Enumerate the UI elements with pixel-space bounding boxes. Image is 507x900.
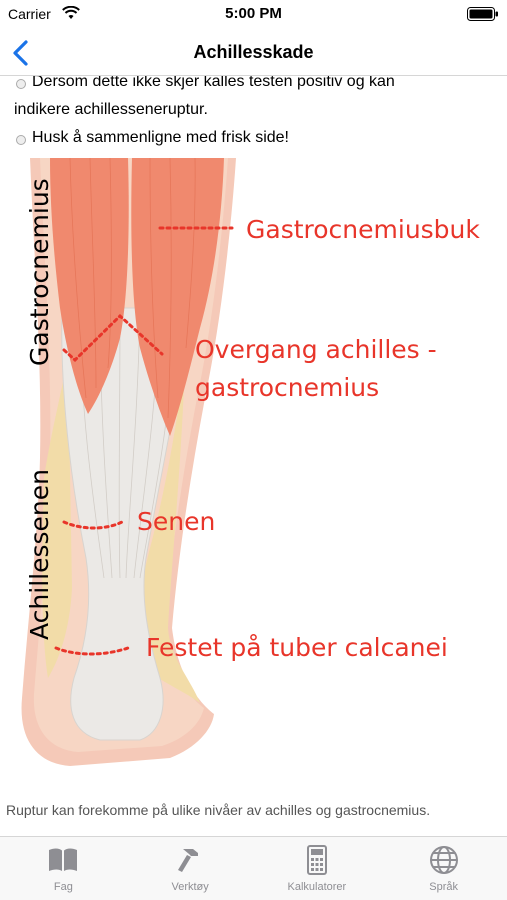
marker-overgang [62,313,164,363]
fat-pad [42,358,72,678]
navigation-bar: Achillesskade [0,28,507,76]
tab-label: Verktøy [171,881,209,893]
battery-icon [467,7,498,21]
chevron-left-icon [13,40,28,66]
article-content: Dersom dette ikke skjer kalles testen po… [0,76,507,836]
achilles-anatomy-illustration: Gastrocnemius Achillessenen Gastrocnemiu… [21,158,480,766]
status-time: 5:00 PM [225,5,282,22]
list-item: Husk å sammenligne med frisk side! [14,124,494,152]
label-achillessenen: Achillessenen [25,469,54,640]
globe-icon [429,846,458,874]
instruction-list: Dersom dette ikke skjer kalles testen po… [14,76,494,152]
marker-festet [54,646,130,656]
label-gastrocnemius: Gastrocnemius [25,178,54,366]
tab-sprak[interactable]: Språk [380,837,507,900]
annotation-senen: Senen [137,507,215,536]
annotation-overgang-line2: gastrocnemius [195,373,379,402]
wifi-icon [62,6,80,19]
marker-senen [62,520,124,530]
annotation-festet: Festet på tuber calcanei [146,633,448,662]
list-item-continuation: indikere achillesseneruptur. [14,101,208,118]
tab-label: Kalkulatorer [287,881,347,893]
book-icon [49,848,78,871]
hammer-icon [178,849,199,872]
tab-kalkulatorer[interactable]: Kalkulatorer [254,837,381,900]
carrier-label: Carrier [8,6,51,22]
calculator-icon [306,845,327,875]
back-button[interactable] [8,38,36,68]
page-title: Achillesskade [193,42,314,62]
illustration-caption: Ruptur kan forekomme på ulike nivåer av … [6,802,431,818]
annotation-overgang-line1: Overgang achilles - [195,335,437,364]
tab-bar: Fag Verktøy Kalkulatorer [0,836,507,900]
tab-label: Språk [429,881,458,893]
fat-pad [133,358,200,703]
tendon-shape [61,307,191,741]
tab-verktoy[interactable]: Verktøy [127,837,254,900]
tab-fag[interactable]: Fag [0,837,127,900]
tab-label: Fag [53,881,73,893]
annotation-gastrocnemiusbuk: Gastrocnemiusbuk [246,215,480,244]
status-bar: Carrier 5:00 PM [0,0,507,28]
list-item: Dersom dette ikke skjer kalles testen po… [14,76,494,96]
